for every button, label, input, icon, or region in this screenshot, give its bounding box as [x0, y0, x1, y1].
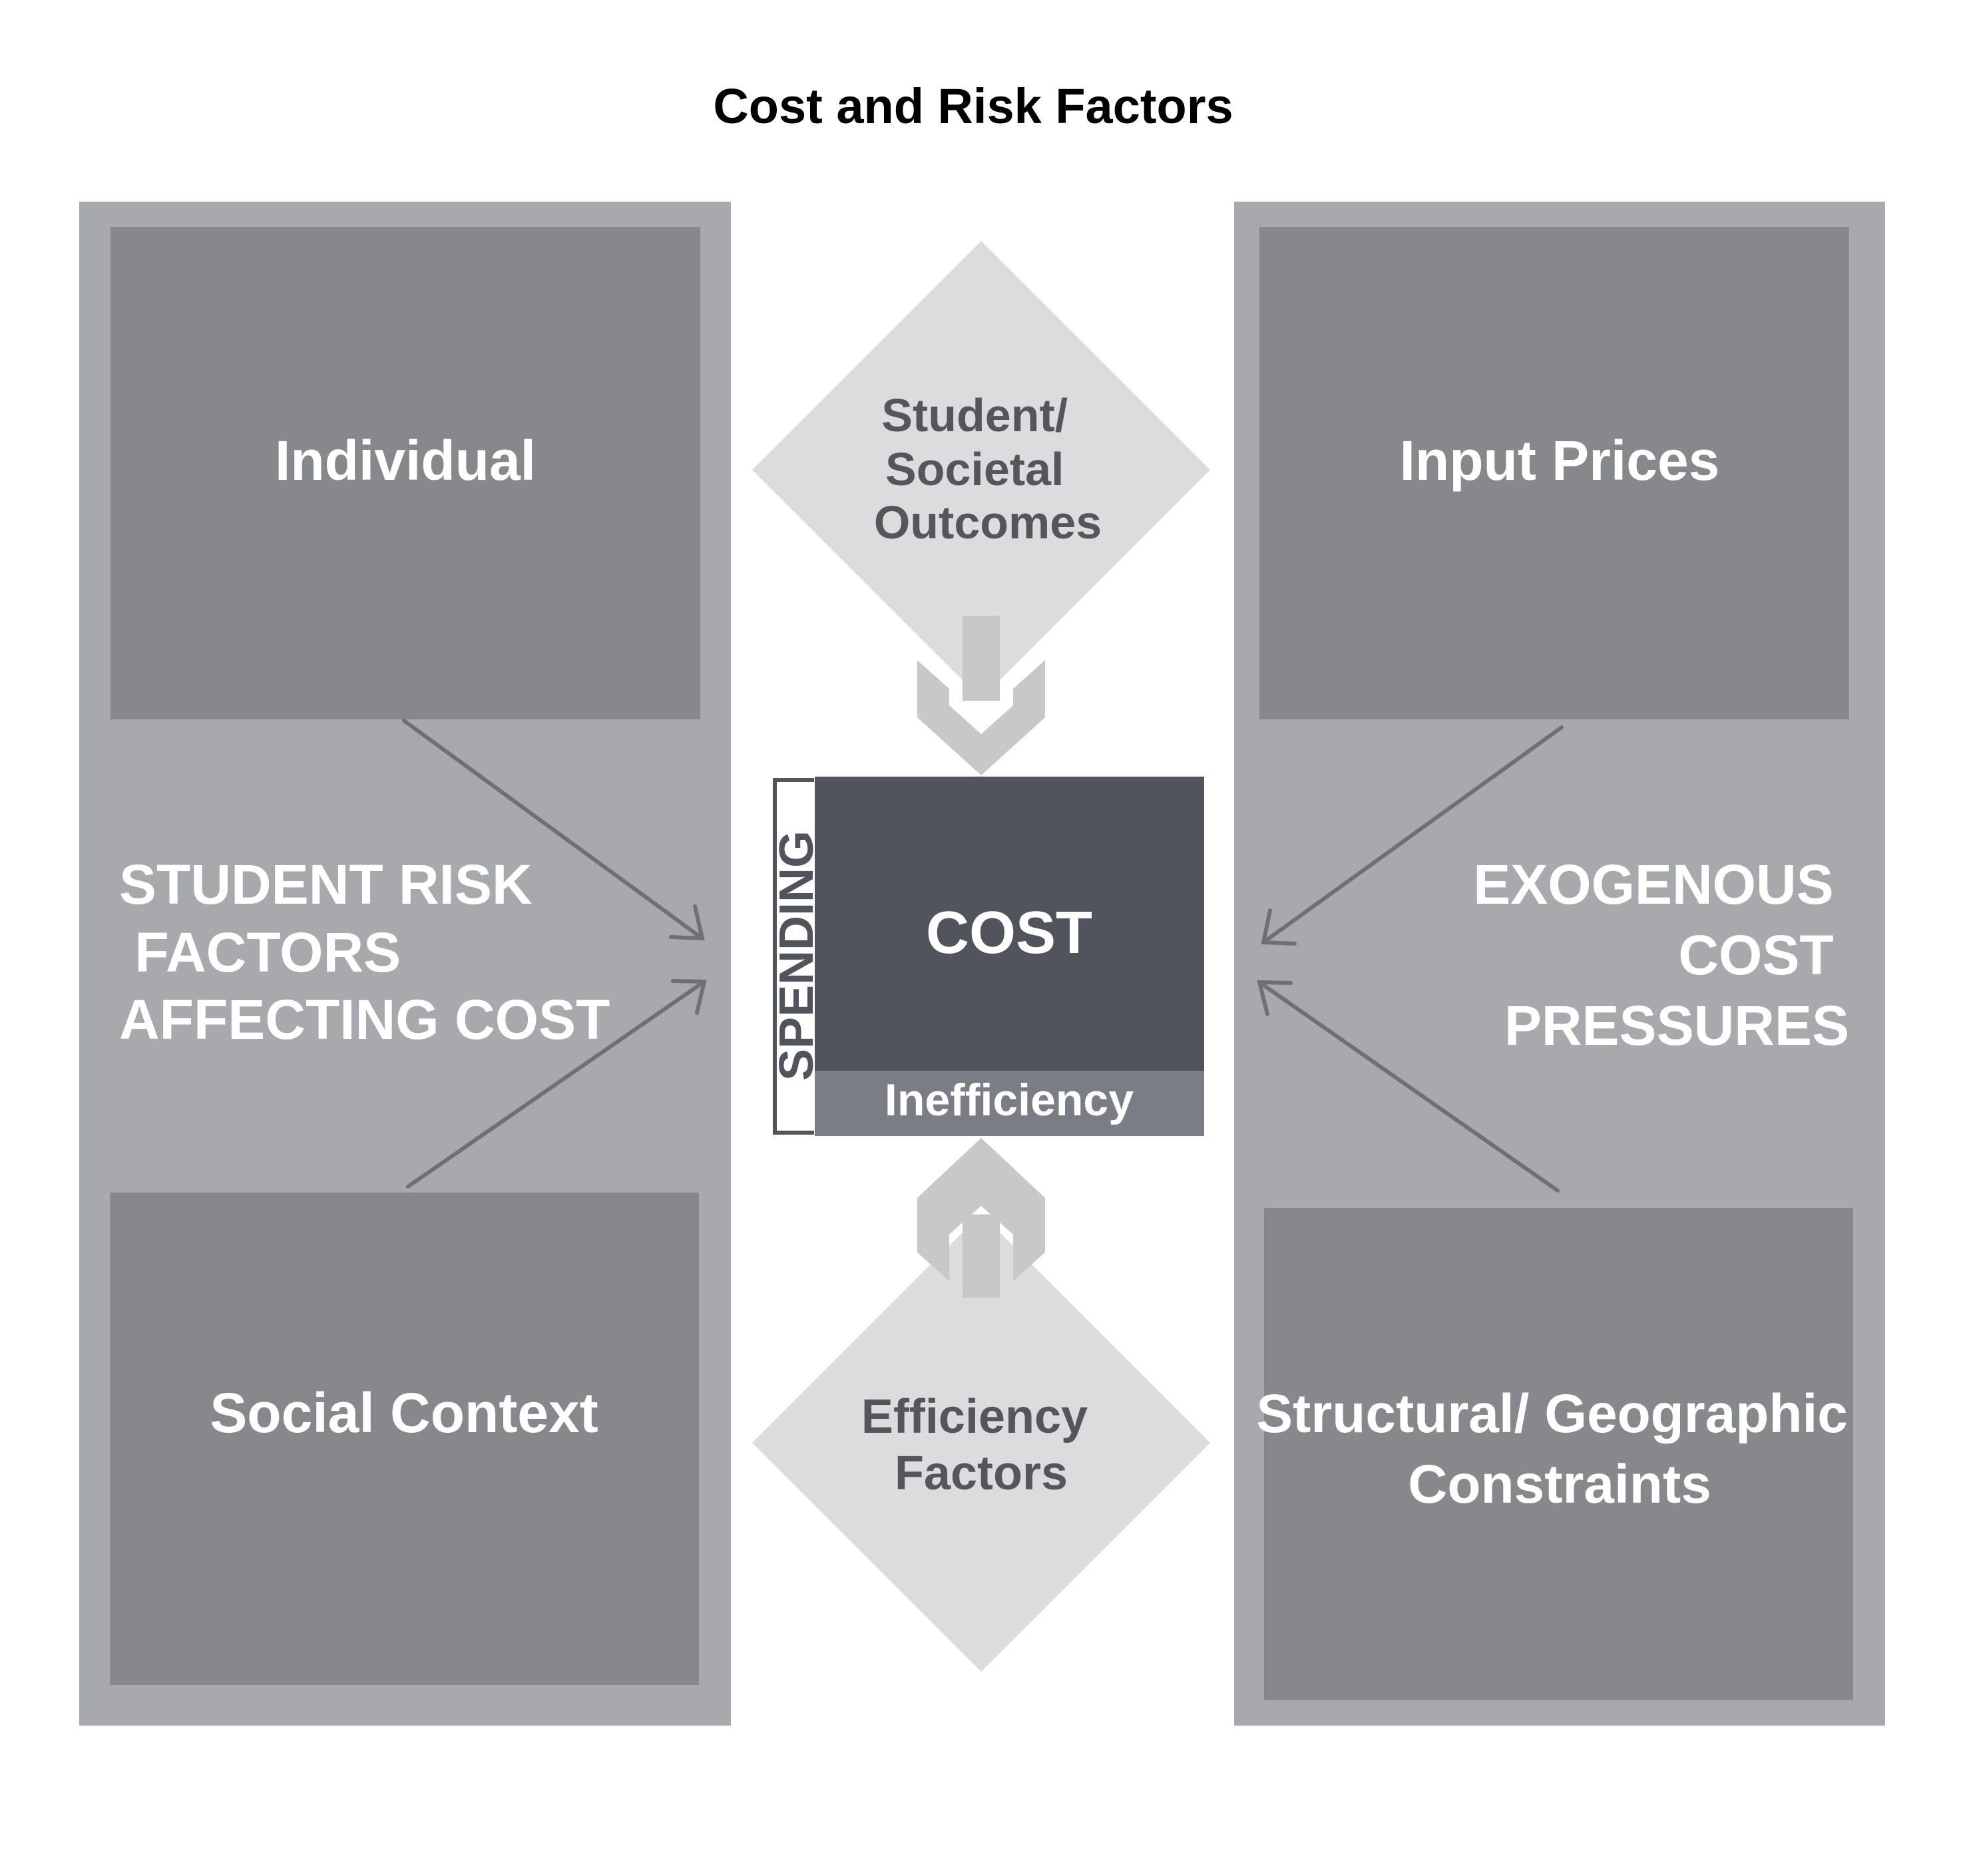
- efficiency-line-2: Factors: [895, 1447, 1068, 1500]
- social-context-box: [110, 1193, 699, 1685]
- spending-label: SPENDING: [770, 831, 823, 1081]
- student-risk-label: STUDENT RISK FACTORS AFFECTING COST: [0, 0, 656, 1051]
- arrowhead-individual-icon: [669, 904, 705, 941]
- student-risk-line-3: AFFECTING COST: [119, 988, 610, 1051]
- inefficiency-label: Inefficiency: [885, 1075, 1134, 1125]
- input-prices-label: Input Prices: [1400, 429, 1720, 492]
- down-arrow-icon: [917, 616, 1045, 775]
- outcomes-line-2: Societal: [885, 443, 1064, 495]
- input-prices-box: [1259, 227, 1849, 719]
- connector-input-prices-to-cost: [1261, 725, 1564, 944]
- connector-individual-to-cost: [402, 719, 704, 940]
- structural-geographic-line-1: Structural/ Geographic: [1256, 1384, 1848, 1444]
- exogenous-line-3: PRESSURES: [1504, 994, 1849, 1057]
- connector-social-to-cost: [406, 980, 706, 1189]
- outcomes-line-1: Student/: [881, 389, 1068, 441]
- outcomes-diamond: [752, 241, 1210, 699]
- outcomes-label: Student/ Societal Outcomes: [874, 389, 1102, 548]
- individual-box: [110, 227, 700, 719]
- structural-geographic-line-2: Constraints: [1408, 1454, 1711, 1515]
- arrowhead-input-prices-icon: [1261, 908, 1297, 946]
- social-context-label: Social Context: [210, 1382, 598, 1444]
- outcomes-line-3: Outcomes: [874, 496, 1102, 548]
- cost-box: [815, 777, 1204, 1071]
- efficiency-line-1: Efficiency: [861, 1390, 1088, 1443]
- arrowhead-social-icon: [671, 979, 707, 1015]
- structural-geographic-label: Structural/ Geographic Constraints: [1256, 1384, 1862, 1515]
- inefficiency-box: [815, 1071, 1204, 1136]
- student-risk-line-1: STUDENT RISK: [119, 853, 533, 916]
- efficiency-diamond: [752, 1214, 1210, 1672]
- cost-label: COST: [926, 900, 1092, 966]
- exogenous-line-2: COST: [1678, 924, 1833, 986]
- efficiency-label: Efficiency Factors: [861, 1390, 1101, 1500]
- exogenous-label: EXOGENOUS COST PRESSURES: [1473, 853, 1849, 1057]
- student-risk-line-2: FACTORS: [119, 921, 401, 984]
- diagram-title: Cost and Risk Factors: [713, 79, 1233, 134]
- spending-bracket: [773, 778, 814, 1135]
- connector-lines: [402, 719, 1564, 1193]
- structural-geographic-box: [1264, 1208, 1853, 1700]
- exogenous-line-1: EXOGENOUS: [1473, 853, 1833, 916]
- up-arrow-icon: [917, 1138, 1045, 1298]
- connector-structural-to-cost: [1257, 980, 1560, 1193]
- individual-label: Individual: [275, 429, 536, 492]
- arrowhead-structural-icon: [1257, 980, 1293, 1016]
